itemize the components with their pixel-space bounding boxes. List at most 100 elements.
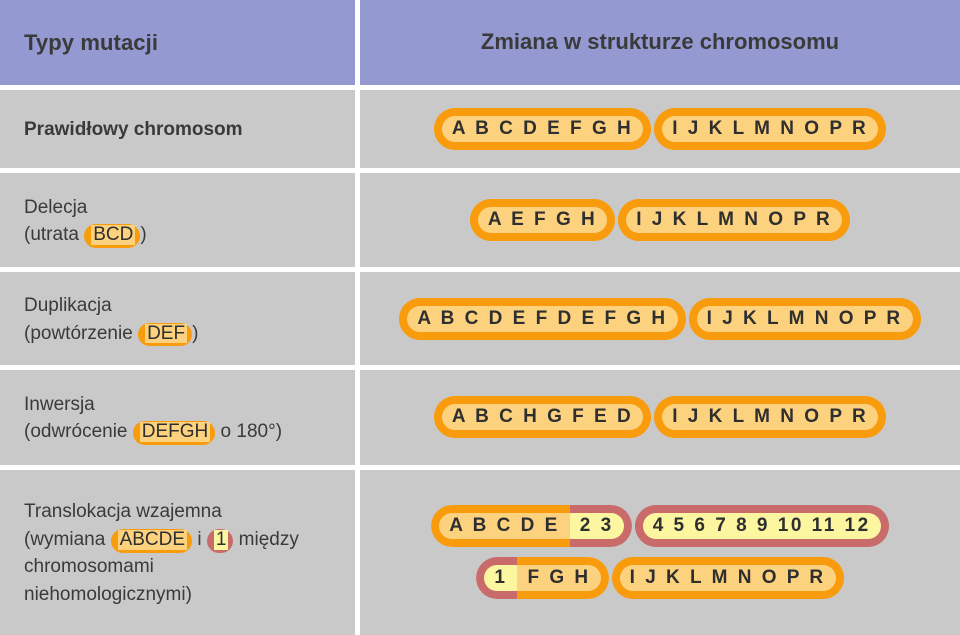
table-row-duplikacja: Duplikacja (powtórzenie DEF) A B C D E F… bbox=[0, 271, 960, 366]
chromosome-pair: A E F G H I J K L M N O P R bbox=[469, 199, 851, 242]
segment-text: F G H bbox=[517, 565, 601, 592]
mutation-label-inwersja: Inwersja bbox=[24, 393, 95, 415]
table-row-translokacja: Translokacja wzajemna (wymiana ABCDE i 1… bbox=[0, 469, 960, 635]
chromosome-segment: A E F G H bbox=[469, 199, 616, 242]
mutation-sublabel-duplikacja: (powtórzenie DEF) bbox=[24, 320, 355, 348]
chromosome-cell-translokacja: A B C D E 2 3 4 5 6 7 8 9 10 11 12 bbox=[360, 469, 960, 635]
header-cell-right: Zmiana w strukturze chromosomu bbox=[360, 0, 960, 85]
sublabel-suffix: o 180°) bbox=[215, 421, 283, 443]
header-right-title: Zmiana w strukturze chromosomu bbox=[480, 29, 840, 55]
chromosome-segment-orange: F G H bbox=[517, 557, 609, 600]
sublabel-suffix: ) bbox=[140, 224, 147, 246]
chromosome-arm-right: I J K L M N O P R bbox=[611, 557, 844, 600]
segment-text: A B C H G F E D bbox=[441, 404, 644, 431]
segment-text: I J K L M N O P R bbox=[662, 404, 879, 431]
table-row-inwersja: Inwersja (odwrócenie DEFGH o 180°) A B C… bbox=[0, 370, 960, 465]
segment-text: A E F G H bbox=[477, 207, 608, 234]
chromosome-segment-crimson: 4 5 6 7 8 9 10 11 12 bbox=[634, 505, 889, 548]
chromosome-segment: I J K L M N O P R bbox=[688, 297, 921, 340]
gene-highlight-text: ABCDE bbox=[117, 528, 188, 550]
gene-highlight-text: DEF bbox=[145, 322, 188, 344]
chromosome-cell-prawidlowy: A B C D E F G H I J K L M N O P R bbox=[360, 89, 960, 169]
header-left-title: Typy mutacji bbox=[24, 30, 159, 56]
chromosome-segment-orange: I J K L M N O P R bbox=[611, 557, 844, 600]
label-cell-translokacja: Translokacja wzajemna (wymiana ABCDE i 1… bbox=[0, 469, 355, 635]
chromosome-segment: A B C D E F D E F G H bbox=[399, 297, 686, 340]
chromosome-segment: I J K L M N O P R bbox=[654, 107, 887, 150]
chromosome-line: A B C H G F E D I J K L M N O P R bbox=[374, 396, 946, 439]
label-cell-inwersja: Inwersja (odwrócenie DEFGH o 180°) bbox=[0, 370, 355, 465]
chromosome-arm-left: A B C D E F G H bbox=[433, 107, 652, 150]
chromosome-cell-duplikacja: A B C D E F D E F G H I J K L M N O P R bbox=[360, 271, 960, 366]
segment-text: 2 3 bbox=[569, 513, 624, 540]
chromosome-segment-orange: A B C D E bbox=[431, 505, 570, 548]
chromosome-line: A B C D E F D E F G H I J K L M N O P R bbox=[374, 297, 946, 340]
chromosome-line-hybrid-1: A B C D E 2 3 4 5 6 7 8 9 10 11 12 bbox=[374, 505, 946, 548]
chromosome-arm-left: A B C H G F E D bbox=[433, 396, 652, 439]
gene-highlight-defgh: DEFGH bbox=[132, 421, 216, 446]
chromosome-pair: 1 F G H I J K L M N O P R bbox=[476, 557, 844, 600]
label-cell-delecja: Delecja (utrata BCD) bbox=[0, 173, 355, 267]
mutation-sublabel-inwersja: (odwrócenie DEFGH o 180°) bbox=[24, 418, 355, 446]
table-header-row: Typy mutacji Zmiana w strukturze chromos… bbox=[0, 0, 960, 85]
chromosome-cell-delecja: A E F G H I J K L M N O P R bbox=[360, 173, 960, 267]
chromosome-arm-left: A B C D E F D E F G H bbox=[399, 297, 686, 340]
mutation-sublabel-line4: niehomologicznymi) bbox=[24, 583, 192, 605]
segment-text: A B C D E bbox=[439, 513, 570, 540]
table-row-prawidlowy: Prawidłowy chromosom A B C D E F G H I J… bbox=[0, 89, 960, 169]
gene-highlight-text: DEFGH bbox=[139, 421, 211, 443]
gene-highlight-text: 1 bbox=[213, 528, 229, 550]
chromosome-segment: I J K L M N O P R bbox=[618, 199, 851, 242]
sublabel-prefix: (utrata bbox=[24, 224, 85, 246]
chromosome-pair: A B C D E 2 3 4 5 6 7 8 9 10 11 12 bbox=[431, 505, 889, 548]
segment-text: I J K L M N O P R bbox=[696, 305, 913, 332]
table-row-delecja: Delecja (utrata BCD) A E F G H I J K L M… bbox=[0, 173, 960, 267]
mutation-sublabel-translokacja: (wymiana ABCDE i 1 między bbox=[24, 526, 355, 554]
segment-text: I J K L M N O P R bbox=[662, 115, 879, 142]
mutation-label-prawidlowy: Prawidłowy chromosom bbox=[24, 118, 243, 140]
chromosome-line: A B C D E F G H I J K L M N O P R bbox=[374, 107, 946, 150]
mutation-sublabel-delecja: (utrata BCD) bbox=[24, 221, 355, 249]
segment-text: A B C D E F G H bbox=[441, 115, 644, 142]
segment-text: A B C D E F D E F G H bbox=[407, 305, 678, 332]
chromosome-pair: A B C H G F E D I J K L M N O P R bbox=[433, 396, 887, 439]
gene-highlight-abcde: ABCDE bbox=[110, 528, 193, 553]
chromosome-arm-right: I J K L M N O P R bbox=[654, 107, 887, 150]
sublabel-prefix: (powtórzenie bbox=[24, 322, 139, 344]
label-cell-prawidlowy: Prawidłowy chromosom bbox=[0, 89, 355, 169]
mutation-label-translokacja: Translokacja wzajemna bbox=[24, 501, 222, 523]
segment-text: 4 5 6 7 8 9 10 11 12 bbox=[642, 513, 881, 540]
gene-highlight-bcd: BCD bbox=[84, 224, 141, 248]
chromosome-arm-right: I J K L M N O P R bbox=[654, 396, 887, 439]
chromosome-segment: I J K L M N O P R bbox=[654, 396, 887, 439]
chromosome-segment-crimson: 2 3 bbox=[569, 505, 632, 548]
chromosome-cell-inwersja: A B C H G F E D I J K L M N O P R bbox=[360, 370, 960, 465]
chromosome-segment-crimson: 1 bbox=[476, 557, 518, 600]
chromosome-arm-right: I J K L M N O P R bbox=[688, 297, 921, 340]
chromosome-segment: A B C H G F E D bbox=[433, 396, 652, 439]
chromosome-arm-left: A E F G H bbox=[469, 199, 616, 242]
label-cell-duplikacja: Duplikacja (powtórzenie DEF) bbox=[0, 271, 355, 366]
gene-highlight-text: BCD bbox=[91, 224, 136, 246]
sublabel-suffix: między bbox=[233, 528, 299, 550]
chromosome-arm-right-crimson: 4 5 6 7 8 9 10 11 12 bbox=[634, 505, 889, 548]
chromosome-pair: A B C D E F G H I J K L M N O P R bbox=[433, 107, 887, 150]
chromosome-arm-right: I J K L M N O P R bbox=[618, 199, 851, 242]
sublabel-mid: i bbox=[192, 528, 207, 550]
sublabel-prefix: (wymiana bbox=[24, 528, 111, 550]
chromosome-arm-left-hybrid: A B C D E 2 3 bbox=[431, 505, 632, 548]
mutation-label-delecja: Delecja bbox=[24, 196, 88, 218]
chromosome-line: A E F G H I J K L M N O P R bbox=[374, 199, 946, 242]
mutation-sublabel-line3: chromosomami bbox=[24, 556, 154, 578]
header-cell-left: Typy mutacji bbox=[0, 0, 355, 85]
segment-text: I J K L M N O P R bbox=[626, 207, 843, 234]
segment-text: 1 bbox=[484, 565, 518, 592]
mutation-label-duplikacja: Duplikacja bbox=[24, 294, 112, 316]
chromosome-pair: A B C D E F D E F G H I J K L M N O P R bbox=[399, 297, 921, 340]
segment-text: I J K L M N O P R bbox=[619, 565, 836, 592]
sublabel-prefix: (odwrócenie bbox=[24, 421, 133, 443]
sublabel-suffix: ) bbox=[192, 322, 199, 344]
gene-highlight-def: DEF bbox=[138, 322, 193, 347]
chromosome-line-hybrid-2: 1 F G H I J K L M N O P R bbox=[374, 557, 946, 600]
